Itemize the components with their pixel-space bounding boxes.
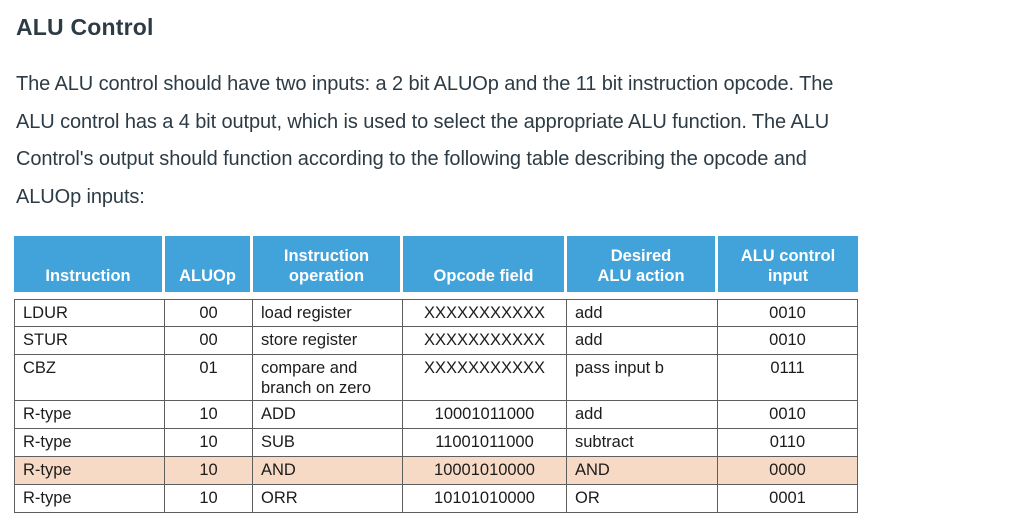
cell-opcode: XXXXXXXXXXX xyxy=(403,299,567,327)
cell-aluop: 00 xyxy=(165,327,253,355)
col-header-instruction: Instruction xyxy=(14,236,165,299)
cell-operation: ADD xyxy=(253,401,403,429)
table-row: R-type 10 ADD 10001011000 add 0010 xyxy=(14,401,858,429)
cell-aluop: 01 xyxy=(165,355,253,401)
cell-alu-action: subtract xyxy=(567,429,718,457)
cell-control-input: 0010 xyxy=(718,327,858,355)
cell-instruction: CBZ xyxy=(14,355,165,401)
cell-aluop: 10 xyxy=(165,457,253,485)
cell-instruction: R-type xyxy=(14,401,165,429)
table-row: R-type 10 ORR 10101010000 OR 0001 xyxy=(14,485,858,513)
cell-operation: SUB xyxy=(253,429,403,457)
paragraph-line: ALU control has a 4 bit output, which is… xyxy=(16,110,830,133)
table-row: STUR 00 store register XXXXXXXXXXX add 0… xyxy=(14,327,858,355)
col-header-opcode-field: Opcode field xyxy=(403,236,567,299)
page-title: ALU Control xyxy=(16,14,154,40)
cell-control-input: 0001 xyxy=(718,485,858,513)
cell-aluop: 10 xyxy=(165,429,253,457)
cell-instruction: R-type xyxy=(14,457,165,485)
table-row: LDUR 00 load register XXXXXXXXXXX add 00… xyxy=(14,299,858,327)
cell-control-input: 0110 xyxy=(718,429,858,457)
cell-opcode: XXXXXXXXXXX xyxy=(403,327,567,355)
cell-operation: compare and branch on zero xyxy=(253,355,403,401)
cell-control-input: 0010 xyxy=(718,299,858,327)
table-row: R-type 10 SUB 11001011000 subtract 0110 xyxy=(14,429,858,457)
cell-control-input: 0111 xyxy=(718,355,858,401)
cell-control-input: 0000 xyxy=(718,457,858,485)
cell-alu-action: AND xyxy=(567,457,718,485)
paragraph-line: The ALU control should have two inputs: … xyxy=(16,73,834,95)
alu-control-table: Instruction ALUOp Instruction operation … xyxy=(14,236,858,513)
cell-instruction: STUR xyxy=(14,327,165,355)
table-header: Instruction ALUOp Instruction operation … xyxy=(14,236,858,299)
cell-instruction: R-type xyxy=(14,429,165,457)
cell-instruction: R-type xyxy=(14,485,165,513)
cell-aluop: 10 xyxy=(165,485,253,513)
col-header-alu-control-input: ALU control input xyxy=(718,236,858,299)
col-header-instruction-operation: Instruction operation xyxy=(253,236,403,299)
cell-alu-action: OR xyxy=(567,485,718,513)
cell-operation: store register xyxy=(253,327,403,355)
cell-alu-action: pass input b xyxy=(567,355,718,401)
col-header-aluop: ALUOp xyxy=(165,236,253,299)
cell-opcode: 10101010000 xyxy=(403,485,567,513)
cell-alu-action: add xyxy=(567,401,718,429)
table-row: R-type 10 AND 10001010000 AND 0000 xyxy=(14,457,858,485)
cell-control-input: 0010 xyxy=(718,401,858,429)
cell-alu-action: add xyxy=(567,299,718,327)
cell-operation: ORR xyxy=(253,485,403,513)
cell-instruction: LDUR xyxy=(14,299,165,327)
cell-operation: load register xyxy=(253,299,403,327)
paragraph-line: Control's output should function accordi… xyxy=(16,148,807,170)
paragraph-line: ALUOp inputs: xyxy=(16,185,145,208)
cell-opcode: 10001010000 xyxy=(403,457,567,485)
cell-opcode: 10001011000 xyxy=(403,401,567,429)
col-header-desired-alu-action: Desired ALU action xyxy=(567,236,718,299)
table-row: CBZ 01 compare and branch on zero XXXXXX… xyxy=(14,355,858,401)
cell-aluop: 00 xyxy=(165,299,253,327)
cell-opcode: 11001011000 xyxy=(403,429,567,457)
cell-aluop: 10 xyxy=(165,401,253,429)
intro-paragraph: The ALU control should have two inputs: … xyxy=(16,66,1008,216)
cell-operation: AND xyxy=(253,457,403,485)
header-row: Instruction ALUOp Instruction operation … xyxy=(14,236,858,299)
cell-alu-action: add xyxy=(567,327,718,355)
cell-opcode: XXXXXXXXXXX xyxy=(403,355,567,401)
